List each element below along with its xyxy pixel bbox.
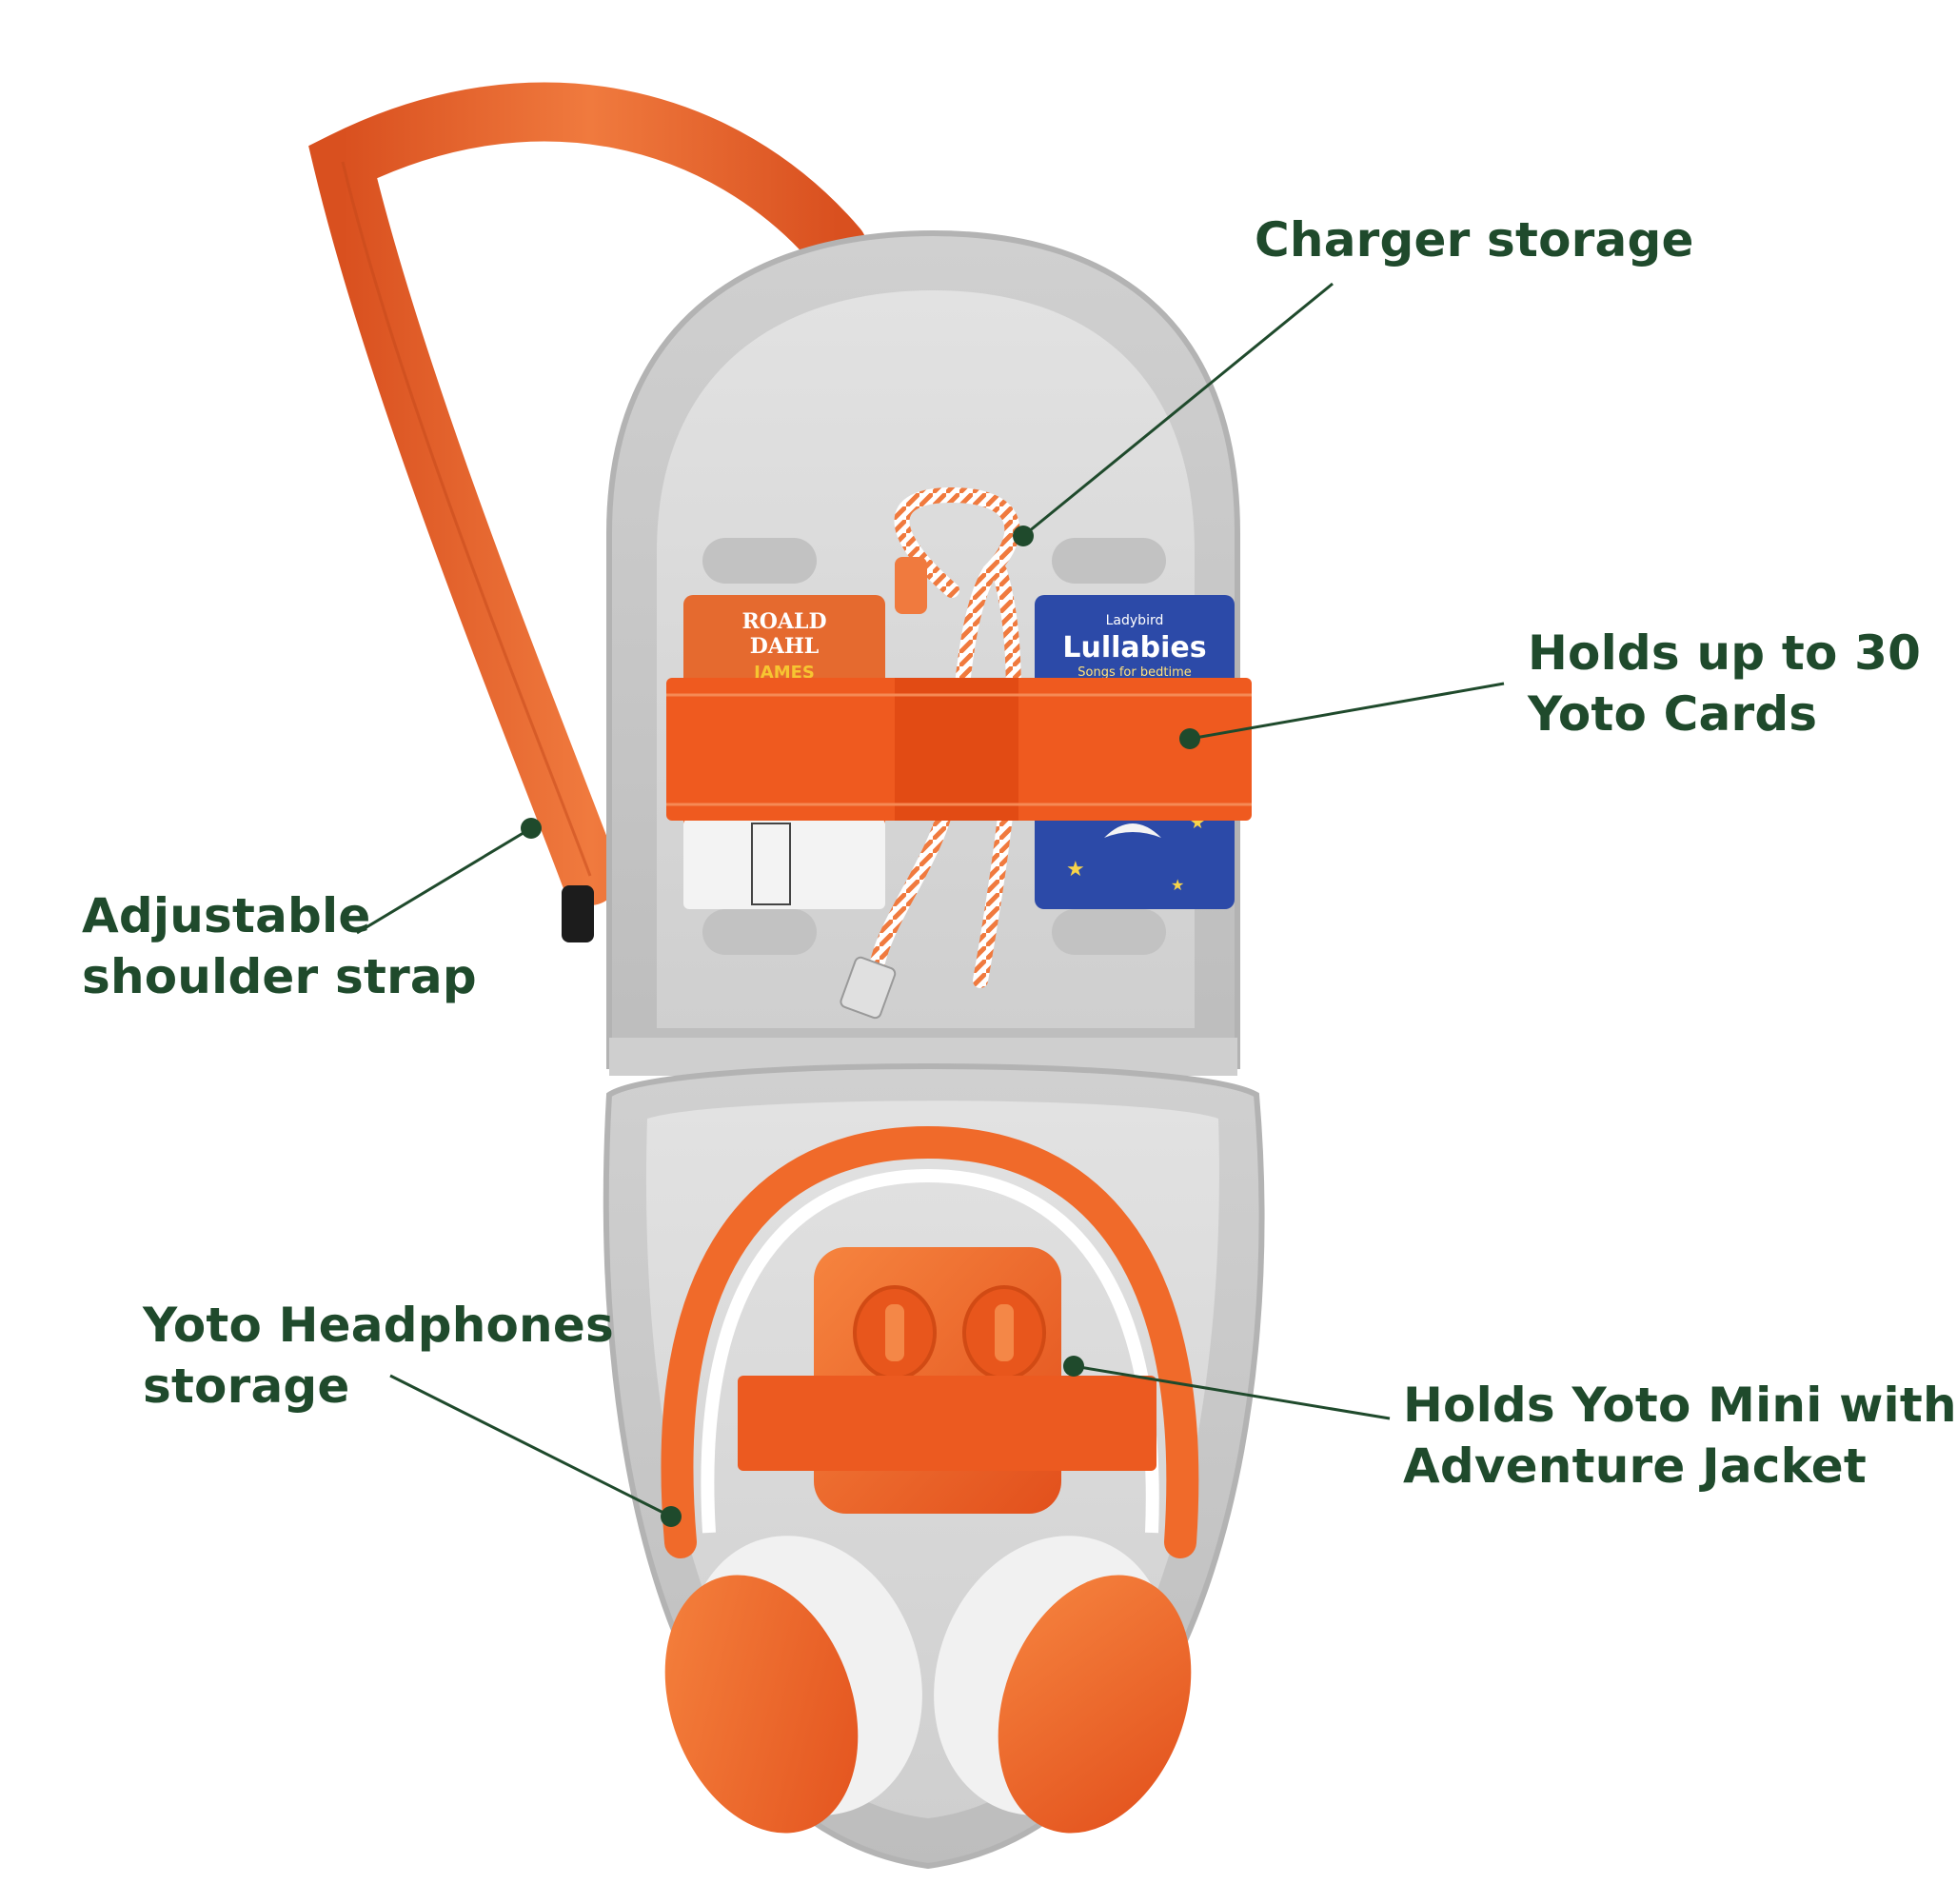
product-scene: ROALD DAHL JAMES Ladybird Lullabies Song… <box>308 82 1505 1870</box>
card-left-line1: ROALD <box>741 609 826 634</box>
callout-headphones-storage: Yoto Headphones storage <box>143 1295 614 1417</box>
callout-text: Adventure Jacket <box>1403 1438 1867 1494</box>
callout-dot-icon <box>1063 1356 1084 1377</box>
shoulder-strap <box>308 82 867 942</box>
callout-text: Adjustable <box>82 888 371 943</box>
card-right-title: Lullabies <box>1062 631 1206 664</box>
callout-dots <box>521 526 1200 1527</box>
callout-text: shoulder strap <box>82 949 477 1004</box>
charger-cable <box>840 486 1021 1020</box>
callout-dot-icon <box>661 1506 682 1527</box>
callout-text: Charger storage <box>1255 212 1694 268</box>
card-right-subtitle: Songs for bedtime <box>1077 665 1191 680</box>
callout-holds-cards: Holds up to 30 Yoto Cards <box>1528 623 1921 744</box>
callout-text: Holds Yoto Mini with <box>1403 1378 1957 1433</box>
callout-text: Yoto Headphones <box>143 1298 614 1353</box>
right-ear-cup <box>998 1575 1192 1834</box>
card-left-line2: DAHL <box>750 634 819 659</box>
yoto-headphones <box>661 1125 1199 1834</box>
card-right-brand: Ladybird <box>1106 613 1164 628</box>
callout-text: storage <box>143 1359 350 1414</box>
svg-text:★: ★ <box>1171 876 1184 894</box>
strap-buckle <box>562 885 594 942</box>
callout-charger-storage: Charger storage <box>1255 209 1694 270</box>
elastic-card-band <box>666 678 1252 821</box>
callout-yoto-mini: Holds Yoto Mini with Adventure Jacket <box>1403 1375 1957 1497</box>
left-ear-cup <box>664 1575 859 1834</box>
usb-c-connector <box>895 557 927 614</box>
usb-a-connector <box>840 956 897 1020</box>
card-left-line3: JAMES <box>752 663 815 683</box>
callout-shoulder-strap: Adjustable shoulder strap <box>82 885 477 1007</box>
elastic-mini-band <box>738 1376 1156 1471</box>
svg-text:★: ★ <box>1066 858 1085 882</box>
callout-dot-icon <box>521 818 542 839</box>
callout-dot-icon <box>1013 526 1034 546</box>
callout-lines <box>356 282 1505 1518</box>
callout-text: Yoto Cards <box>1528 686 1818 742</box>
callout-text: Holds up to 30 <box>1528 625 1922 681</box>
callout-dot-icon <box>1179 728 1200 749</box>
